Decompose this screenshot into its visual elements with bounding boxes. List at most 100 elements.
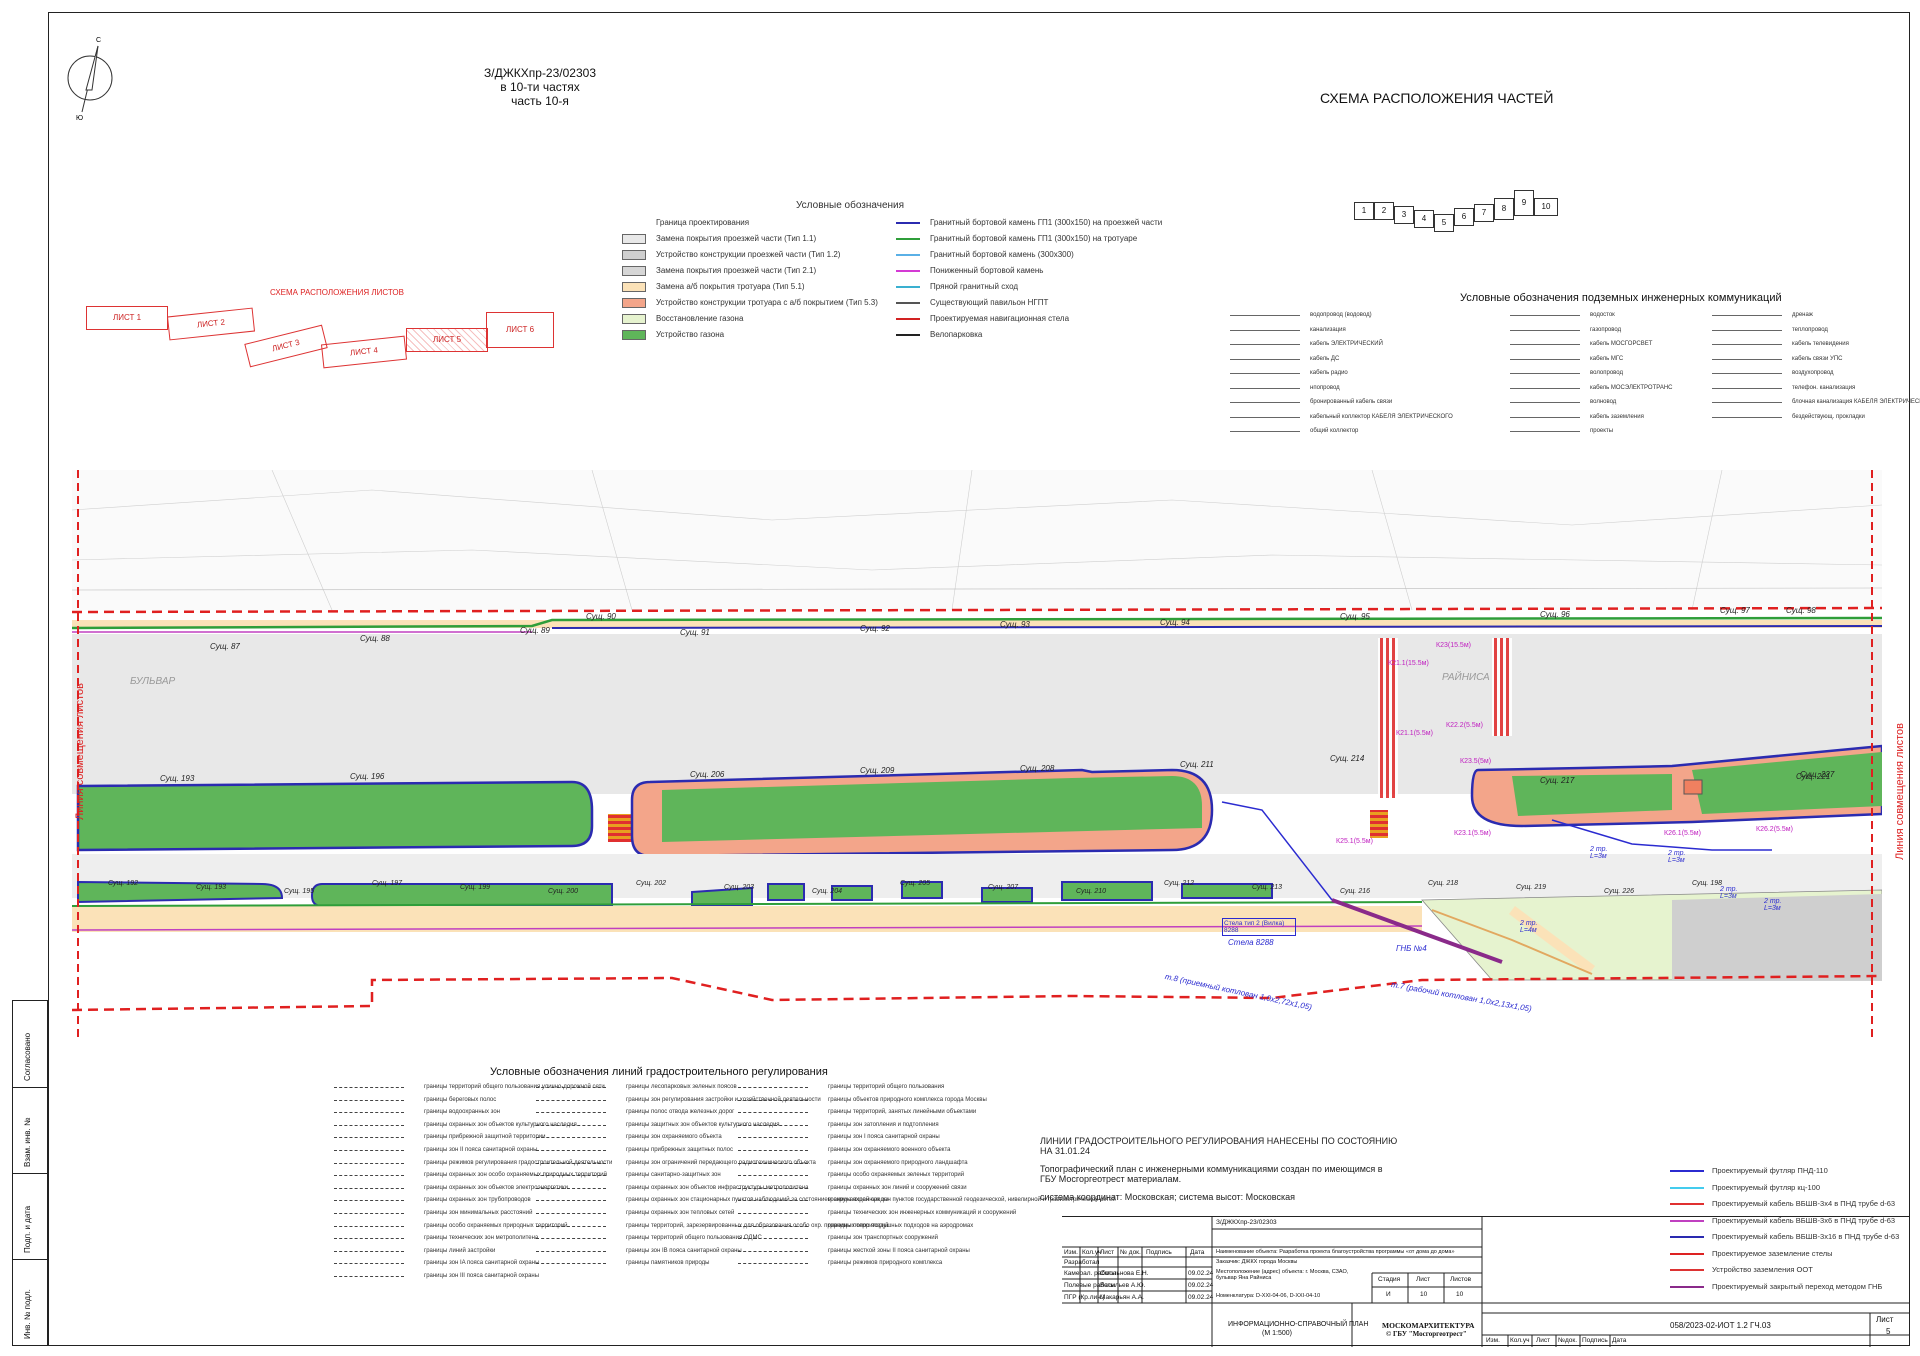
island-label: Сущ. 193 (160, 774, 195, 783)
strip-replace-inv: Взам. инв. № (23, 1117, 32, 1167)
gr-label: границы санитарно-защитных зон (626, 1172, 721, 1179)
lower-label: Сущ. 226 (1604, 888, 1635, 895)
gr-label: границы защитных зон объектов культурног… (626, 1121, 780, 1128)
well-label: Сущ. 87 (210, 642, 240, 651)
gr-symbol (334, 1225, 404, 1228)
ug-label: бронированный кабель связи (1310, 399, 1393, 405)
stamp-page-number: 5 (1886, 1327, 1891, 1336)
gr-label: границы зон IB пояса санитарной охраны (626, 1247, 742, 1254)
gr-label: границы зон IA пояса санитарной охраны (424, 1260, 540, 1267)
legend-line (896, 302, 920, 304)
island-label: Сущ. 208 (1020, 764, 1055, 773)
compass-icon: С Ю (67, 37, 113, 120)
ug-symbol (1712, 402, 1782, 403)
ug-label: кабель радио (1310, 370, 1348, 376)
legend-swatch (622, 282, 646, 292)
stamp-address: Местоположение (адрес) объекта: г. Москв… (1216, 1269, 1349, 1281)
legend-line (896, 270, 920, 272)
ug-label: общий коллектор (1310, 428, 1359, 434)
map-bulvar-name: БУЛЬВАР (130, 676, 176, 687)
pipe-label: 2 тр. L=4м (1520, 920, 1538, 934)
gr-symbol (334, 1263, 404, 1265)
right-legend-label: Проектируемое заземление стелы (1712, 1248, 1833, 1258)
gr-label: границы жесткой зоны II пояса санитарной… (828, 1247, 970, 1254)
ug-symbol (1712, 387, 1782, 389)
gr-symbol (334, 1250, 404, 1253)
gr-label: границы режимов регулирования градострои… (424, 1159, 613, 1166)
gr-label: границы прибрежных защитных полос (626, 1147, 734, 1153)
strip-sign-date: Подп. и дата (23, 1205, 32, 1253)
ug-label: кабель МОСГОРСВЕТ (1590, 341, 1653, 347)
crosswalk-label: К23.5(5м) (1460, 758, 1492, 765)
well-label: Сущ. 98 (1786, 606, 1816, 615)
note-line-5: система координат: Московская; система в… (1040, 1192, 1295, 1202)
stamp-stage: И (1386, 1291, 1391, 1298)
legend-label: Замена покрытия проезжей части (Тип 1.1) (656, 234, 817, 243)
legend-label: Замена а/б покрытия тротуара (Тип 5.1) (656, 282, 805, 291)
gr-label: границы зон охраняемого природного ландш… (828, 1159, 968, 1166)
legend-label: Гранитный бортовой камень (300х300) (930, 250, 1074, 259)
well-label: Сущ. 89 (520, 626, 550, 635)
island-label: Сущ. 214 (1330, 754, 1365, 763)
gr-symbol (738, 1187, 808, 1190)
part-cell: 9 (1514, 190, 1534, 216)
legend-swatch (622, 330, 646, 340)
stamp-header: Подпись (1146, 1249, 1172, 1256)
gr-label: границы режимов природного комплекса (828, 1260, 943, 1267)
note-line-4: ГБУ Мосгоргеотрест материалам. (1040, 1174, 1182, 1184)
lower-label: Сущ. 212 (1164, 880, 1195, 887)
ug-symbol (1230, 344, 1300, 345)
part-cell: 7 (1474, 204, 1494, 222)
stamp-role: ПГР (Кр.лин.) (1064, 1294, 1105, 1301)
lower-label: Сущ. 219 (1516, 884, 1547, 891)
gr-symbol (536, 1162, 606, 1165)
ug-symbol (1712, 358, 1782, 360)
legend-label: Устройство конструкции проезжей части (Т… (656, 250, 841, 259)
legend-label: Гранитный бортовой камень ГП1 (300х150) … (930, 234, 1138, 243)
right-legend-label: Проектируемый закрытый переход методом Г… (1712, 1281, 1883, 1291)
gr-label: границы охранных зон линий и сооружений … (828, 1184, 967, 1191)
gr-symbol (536, 1099, 606, 1102)
gr-symbol (738, 1175, 808, 1177)
ug-symbol (1510, 416, 1580, 418)
crosswalk-label: К26.1(5.5м) (1664, 830, 1701, 837)
gr-symbol (738, 1124, 808, 1127)
part-cell: 2 (1374, 202, 1394, 220)
ug-label: газопровод (1590, 326, 1622, 333)
gr-label: границы лесопарковых зеленых поясов (626, 1084, 737, 1090)
sheets-scheme-title: СХЕМА РАСПОЛОЖЕНИЯ ЛИСТОВ (270, 288, 404, 297)
ug-label: блочная канализация КАБЕЛЯ ЭЛЕКТРИЧЕСКОГ… (1792, 399, 1920, 405)
map-side-line-right: Линия совмещения листов (1894, 723, 1906, 860)
ug-label: кабель ЭЛЕКТРИЧЕСКИЙ (1310, 341, 1383, 347)
legend-title: Условные обозначения (796, 200, 905, 211)
gr-symbol (334, 1087, 404, 1089)
gr-symbol (738, 1162, 808, 1165)
ug-label: теплопровод (1792, 326, 1828, 333)
legend-line (896, 286, 920, 288)
right-legend-line (1670, 1285, 1704, 1288)
stamp-org-2: © ГБУ "Мосгоргеотрест" (1386, 1330, 1467, 1338)
gr-symbol (738, 1250, 808, 1253)
well-label: Сущ. 90 (586, 612, 616, 621)
lower-label: Сущ. 207 (988, 884, 1019, 891)
compass-north: С (96, 37, 101, 44)
lower-label: Сущ. 202 (636, 880, 667, 887)
gr-symbol (334, 1137, 404, 1139)
lower-label: Сущ. 205 (900, 880, 931, 887)
document-header: З/ДЖКХпр-23/02303 в 10-ти частях часть 1… (470, 66, 610, 108)
gr-symbol (536, 1238, 606, 1240)
island-label: Сущ. 206 (690, 770, 725, 779)
regulation-legend-title: Условные обозначения линий градостроител… (490, 1066, 828, 1078)
legend-label: Пряной гранитный сход (930, 282, 1019, 291)
stamp-bottom-header: №док. (1558, 1337, 1578, 1344)
gr-symbol (334, 1187, 404, 1190)
strip-inv-number: Инв. № подл. (23, 1289, 32, 1339)
lower-label: Сущ. 192 (108, 880, 139, 887)
ug-label: волопровод (1590, 370, 1623, 376)
gr-label: границы линий застройки (424, 1247, 496, 1254)
ug-symbol (1230, 387, 1300, 389)
gr-label: границы водоохранных зон (424, 1109, 500, 1116)
gr-symbol (738, 1225, 808, 1228)
well-label: Сущ. 97 (1720, 606, 1750, 615)
part-cell: 4 (1414, 210, 1434, 228)
